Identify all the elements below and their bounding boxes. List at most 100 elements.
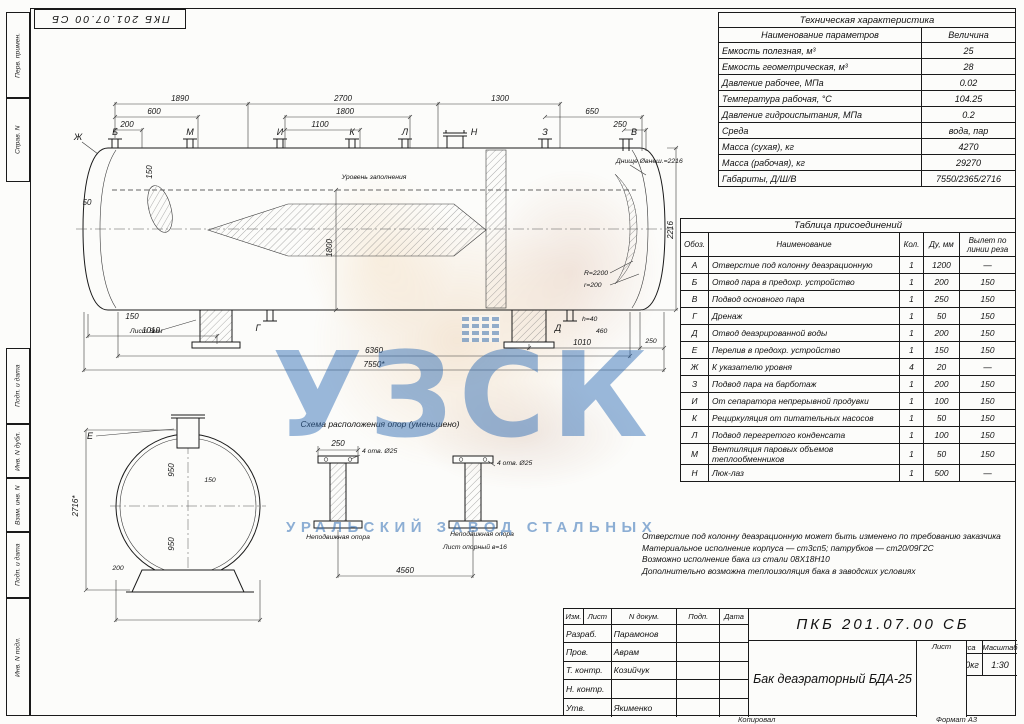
tech-table-row: Габариты, Д/Ш/В 7550/2365/2716 <box>718 170 1016 187</box>
dim-250-top: 250 <box>612 120 627 129</box>
dim-4560: 4560 <box>396 566 414 575</box>
stamp-field-sprav-n: Справ. N <box>6 98 30 182</box>
connection-offset: 150 <box>959 341 1016 359</box>
title-block-role-row: Т. контр. Козийчук <box>564 661 748 681</box>
role-label: Разраб. <box>564 625 612 643</box>
connection-mark: К <box>679 409 710 427</box>
stamp-field-podp-data-1: Подп. и дата <box>6 348 30 424</box>
nozzle-letter-g: Г <box>256 323 262 333</box>
tech-param-name: Среда <box>718 122 922 139</box>
nozzle-letter-d: Д <box>554 323 562 333</box>
connection-dn: 50 <box>923 443 960 465</box>
connection-name: Подвод перегретого конденсата <box>708 426 900 444</box>
dim-1010-left: 1010 <box>142 326 160 335</box>
connection-qty: 1 <box>899 324 924 342</box>
base-sheet-note: Лист опорный в=16 <box>442 543 507 551</box>
connection-offset: 150 <box>959 443 1016 465</box>
tech-param-name: Температура рабочая, °С <box>718 90 922 107</box>
dim-2700: 2700 <box>333 94 352 103</box>
technical-characteristics-table: Техническая характеристика Наименование … <box>718 12 1016 187</box>
dimension-ticks <box>81 101 679 623</box>
title-block: Изм. Лист N докум. Подп. Дата Разраб. Па… <box>563 608 1018 717</box>
format-label: Формат А3 <box>936 715 978 724</box>
connection-qty: 1 <box>899 273 924 291</box>
connection-qty: 1 <box>899 341 924 359</box>
connection-dn: 500 <box>923 464 960 482</box>
connection-name: Перелив в предохр. устройство <box>708 341 900 359</box>
connection-dn: 150 <box>923 341 960 359</box>
connection-qty: 1 <box>899 426 924 444</box>
tech-table-row: Давление рабочее, МПа 0.02 <box>718 74 1016 91</box>
connection-dn: 100 <box>923 392 960 410</box>
signature-cell <box>677 680 721 698</box>
connection-offset: — <box>959 256 1016 274</box>
connections-table: Таблица присоединений Обоз. Наименование… <box>679 218 1016 482</box>
title-block-role-row: Утв. Якименко <box>564 698 748 717</box>
top-rotated-doc-code: ПКБ 201.07.00 СБ <box>34 9 186 29</box>
support-scheme <box>110 414 266 594</box>
connection-mark: Д <box>679 324 710 342</box>
tech-param-value: 0.02 <box>921 74 1016 91</box>
dim-7550: 7550* <box>364 360 386 369</box>
connection-dn: 200 <box>923 375 960 393</box>
conn-header-name: Наименование <box>708 232 900 257</box>
connection-offset: — <box>959 358 1016 376</box>
tech-table-row: Масса (сухая), кг 4270 <box>718 138 1016 155</box>
nozzle-letter-b: Б <box>112 127 118 137</box>
radius-r200: r=200 <box>584 282 602 289</box>
title-block-header-row: Изм. Лист N докум. Подп. Дата <box>564 609 748 625</box>
title-block-info: Лит. Масса Масштаб 4270кг 1:30 Лист Лист… <box>917 641 1018 717</box>
person-name: Аврам <box>612 643 678 661</box>
nozzle-letter-i: И <box>277 127 284 137</box>
stamp-field-perv-primen: Перв. примен. <box>6 12 30 98</box>
connection-qty: 1 <box>899 464 924 482</box>
person-name <box>612 680 678 698</box>
signature-cell <box>677 698 721 717</box>
dim-150-top: 150 <box>145 165 154 179</box>
title-block-role-row: Н. контр. <box>564 680 748 699</box>
holes-label-right: 4 отв. Ø25 <box>497 460 533 467</box>
document-number: ПКБ 201.07.00 СБ <box>749 609 1017 641</box>
radius-r2200: R=2200 <box>584 270 608 277</box>
sheet-label: Лист <box>917 641 967 717</box>
connection-mark: Н <box>679 464 710 482</box>
level-label: Уровень заполнения <box>341 174 407 181</box>
connection-row: Е Перелив в предохр. устройство 1 150 15… <box>679 341 1016 359</box>
connection-name: Отвод пара в предохр. устройство <box>708 273 900 291</box>
dim-50: 50 <box>83 198 92 207</box>
tank-nozzles <box>108 130 633 322</box>
watermark-building-icon <box>462 315 500 342</box>
dim-150-scheme: 150 <box>204 477 216 484</box>
title-block-role-row: Пров. Аврам <box>564 643 748 662</box>
connection-dn: 100 <box>923 426 960 444</box>
signature-cell <box>677 661 721 680</box>
connection-mark: З <box>679 375 710 393</box>
connection-row: Ж К указателю уровня 4 20 — <box>679 358 1016 376</box>
nozzle-letter-e: Е <box>87 431 94 441</box>
connection-row: И От сепаратора непрерывной продувки 1 1… <box>679 392 1016 410</box>
tech-param-value: 0.2 <box>921 106 1016 123</box>
connection-row: В Подвод основного пара 1 250 150 <box>679 290 1016 308</box>
header-izm: Изм. <box>564 609 584 624</box>
dim-2216: 2216 <box>666 221 675 240</box>
connection-name: Отвод деаэрированной воды <box>708 324 900 342</box>
stamp-field-podp-data-2: Подп. и дата <box>6 532 30 598</box>
dim-1010-right: 1010 <box>573 338 591 347</box>
connection-row: З Подвод пара на барботаж 1 200 150 <box>679 375 1016 393</box>
tech-param-name: Давление рабочее, МПа <box>718 74 922 91</box>
dim-6360: 6360 <box>365 346 383 355</box>
conn-header-offset: Вылет по линии реза <box>959 232 1016 257</box>
nozzle-letter-k: К <box>349 127 355 137</box>
connection-row: Н Люк-лаз 1 500 — <box>679 464 1016 482</box>
connection-row: Г Дренаж 1 50 150 <box>679 307 1016 325</box>
tech-table-row: Масса (рабочая), кг 29270 <box>718 154 1016 171</box>
scale-value: 1:30 <box>991 659 1009 670</box>
role-label: Пров. <box>564 643 612 661</box>
connection-name: Подвод основного пара <box>708 290 900 308</box>
dim-2716: 2716* <box>71 495 80 518</box>
connection-qty: 1 <box>899 307 924 325</box>
connection-name: Отверстие под колонну деаэрационную <box>708 256 900 274</box>
connection-name: Рециркуляция от питательных насосов <box>708 409 900 427</box>
signature-cell <box>677 643 721 661</box>
